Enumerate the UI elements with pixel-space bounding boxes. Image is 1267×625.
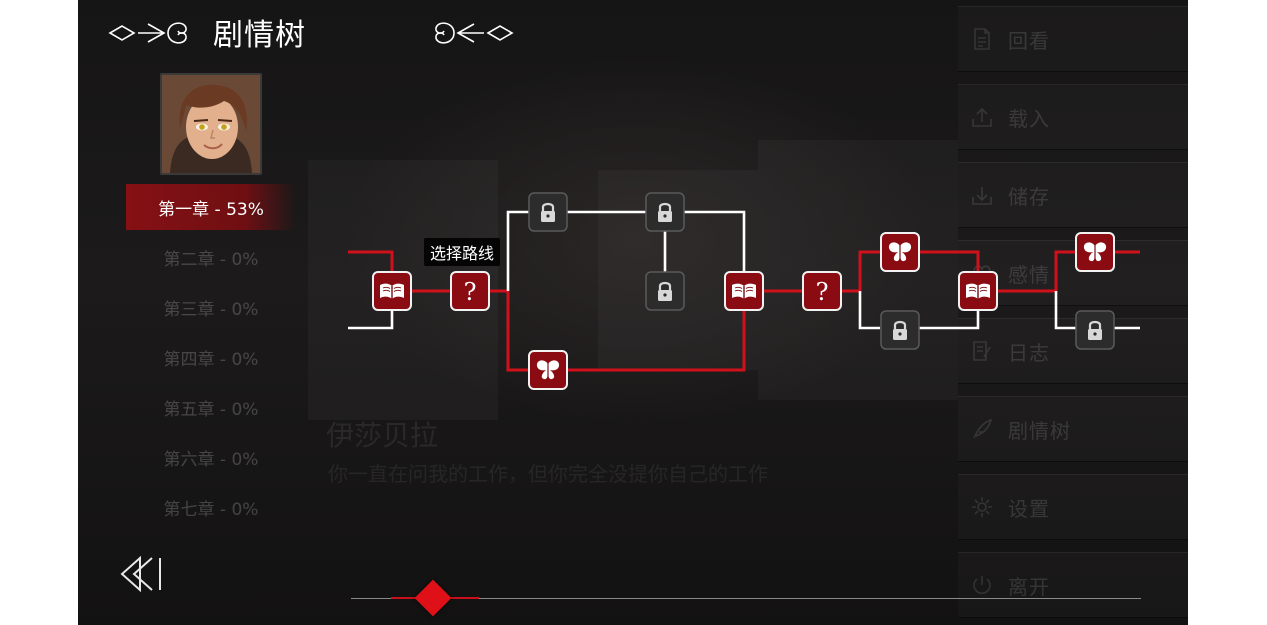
story-node-butterfly[interactable]	[528, 350, 568, 390]
question-icon: ?	[464, 278, 477, 306]
menu-item-label: 储存	[1008, 184, 1050, 209]
ornament-right-icon	[435, 22, 514, 44]
story-node-locked[interactable]	[645, 271, 685, 311]
story-node-locked[interactable]	[880, 310, 920, 350]
document-icon	[974, 28, 990, 50]
power-icon	[973, 576, 991, 594]
menu-item-label: 日志	[1008, 340, 1050, 365]
notebook-icon	[973, 341, 991, 361]
heart-icon	[973, 265, 991, 283]
menu-item-settings[interactable]: 设置	[958, 474, 1188, 540]
story-node-book[interactable]	[958, 271, 998, 311]
chapter-item[interactable]: 第六章 - 0%	[163, 449, 259, 470]
question-icon: ?	[816, 278, 829, 306]
upload-icon	[972, 107, 992, 127]
story-node-locked[interactable]	[645, 192, 685, 232]
game-screen: 伊莎贝拉 你一直在问我的工作，但你完全没提你自己的工作 回看 载入 储存 感情	[78, 0, 1188, 625]
menu-item-label: 离开	[1008, 574, 1050, 599]
story-node-book[interactable]	[724, 271, 764, 311]
timeline-slider-track[interactable]	[351, 598, 1141, 599]
page-title: 剧情树	[213, 18, 306, 53]
chapter-item[interactable]: 第一章 - 53%	[126, 184, 296, 230]
route-tooltip: 选择路线	[424, 238, 501, 266]
chapter-item[interactable]: 第二章 - 0%	[163, 249, 259, 270]
dialogue-line: 你一直在问我的工作，但你完全没提你自己的工作	[328, 462, 768, 486]
story-tree: ? ?	[348, 192, 1140, 390]
story-node-locked[interactable]	[528, 192, 568, 232]
character-avatar	[160, 73, 262, 175]
back-button[interactable]	[118, 554, 164, 594]
speaker-name: 伊莎贝拉	[326, 419, 439, 452]
menu-item-journal[interactable]: 日志	[958, 318, 1188, 384]
story-node-question[interactable]: ?	[450, 271, 490, 311]
download-icon	[972, 187, 992, 205]
chapter-item[interactable]: 第五章 - 0%	[163, 399, 259, 420]
menu-item-label: 载入	[1008, 106, 1050, 131]
story-node-butterfly[interactable]	[880, 232, 920, 272]
menu-item-story-tree[interactable]: 剧情树	[958, 396, 1188, 462]
chapter-item[interactable]: 第三章 - 0%	[163, 299, 259, 320]
gear-icon	[972, 497, 992, 517]
story-node-locked[interactable]	[1075, 310, 1115, 350]
chapter-item[interactable]: 第四章 - 0%	[163, 349, 259, 370]
completed-path	[348, 250, 1140, 372]
menu-item-affection[interactable]: 感情	[958, 240, 1188, 306]
story-node-question[interactable]: ?	[802, 271, 842, 311]
character-portrait-icon	[162, 75, 260, 173]
menu-item-label: 剧情树	[1008, 418, 1071, 443]
story-node-butterfly[interactable]	[1075, 232, 1115, 272]
rewind-icon	[120, 555, 141, 593]
menu-item-label: 回看	[1008, 28, 1050, 53]
menu-item-save[interactable]: 储存	[958, 162, 1188, 228]
menu-item-label: 设置	[1008, 496, 1050, 521]
menu-item-load[interactable]: 载入	[958, 84, 1188, 150]
menu-item-label: 感情	[1008, 262, 1050, 287]
ornament-left-icon	[108, 22, 187, 44]
menu-item-exit[interactable]: 离开	[958, 552, 1188, 618]
chapter-item[interactable]: 第七章 - 0%	[163, 499, 259, 520]
feather-icon	[973, 418, 993, 439]
story-node-book[interactable]	[372, 271, 412, 311]
locked-path	[348, 210, 1140, 330]
menu-item-review[interactable]: 回看	[958, 6, 1188, 72]
